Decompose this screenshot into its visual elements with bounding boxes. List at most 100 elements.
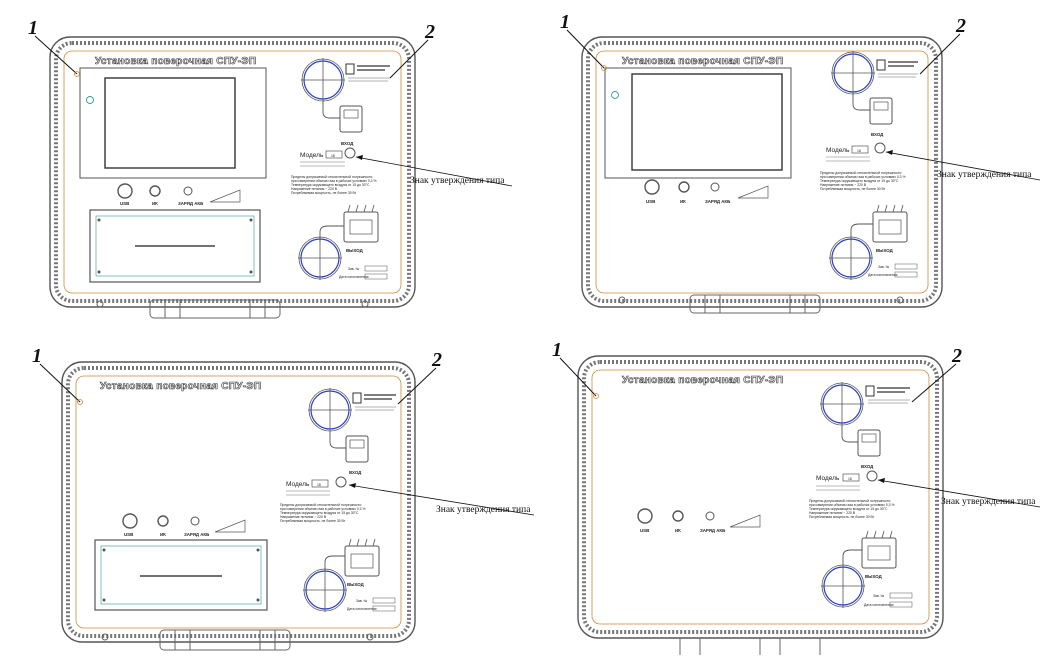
callout-line-2 [397, 367, 437, 405]
ir-port[interactable] [157, 515, 169, 527]
model-value-box [851, 145, 869, 154]
case-outline [61, 361, 416, 643]
seal-point-1 [77, 399, 83, 405]
callout-line-2 [911, 363, 957, 403]
ir-port[interactable] [149, 185, 161, 197]
connector-label-charge: ЗАРЯД АКБ [705, 199, 730, 204]
sign-label: Знак утверждения типа [941, 497, 1036, 507]
callout-line-1 [34, 35, 78, 75]
battery-level-icon [729, 514, 761, 528]
spec-line: при измерении объема газа в рабочих усло… [280, 507, 366, 511]
ir-port[interactable] [672, 510, 684, 522]
model-label: Модель [826, 147, 850, 154]
spec-line: при измерении объема газа в рабочих усло… [820, 175, 906, 179]
output-port: ВЫХОД [829, 204, 908, 280]
case-outline [581, 36, 943, 308]
sign-label: Знак утверждения типа [436, 505, 531, 515]
power-button[interactable] [611, 91, 619, 99]
spec-line: Пределы допускаемой относительной погреш… [820, 171, 901, 175]
spec-line: Потребляемая мощность, не более 30 Вт [809, 515, 875, 519]
serial-block: Зав. № Дата изготовления [864, 592, 913, 608]
usb-port[interactable] [637, 508, 653, 524]
sign-arrow [356, 155, 363, 160]
type-approval-mark [344, 147, 356, 159]
connector-label-usb: USB [640, 528, 649, 533]
connector-label-charge: ЗАРЯД АКБ [178, 201, 203, 206]
sign-label: Знак утверждения типа [937, 170, 1032, 180]
battery-level-icon [214, 519, 246, 533]
date-label: Дата изготовления [347, 607, 377, 611]
printer-compartment [89, 209, 261, 283]
connector-label-ir: ИК [152, 201, 158, 206]
input-port: ВХОД [308, 388, 369, 475]
usb-port[interactable] [117, 183, 133, 199]
model-block: Модель 18 [826, 142, 886, 162]
device-view-4: Установка поверочная СПУ-ЭП USB ИК ЗАРЯД… [552, 339, 1041, 655]
type-approval-mark [874, 142, 886, 154]
printer-compartment [94, 539, 268, 611]
spec-line: Пределы допускаемой относительной погреш… [291, 175, 372, 179]
device-view-1: Установка поверочная СПУ-ЭП USB ИК ЗАРЯД… [28, 17, 513, 319]
spec-line: Напряжение питания ~ 220 В [291, 187, 338, 191]
manufacturer-logo [345, 63, 390, 82]
power-button[interactable] [86, 96, 94, 104]
callout-label-2: 2 [424, 21, 435, 43]
spec-text: Пределы допускаемой относительной погреш… [809, 499, 895, 519]
spec-text: Пределы допускаемой относительной погреш… [291, 175, 377, 195]
callout-label-1: 1 [32, 345, 42, 367]
sign-leader [885, 151, 1041, 181]
case-outline [577, 355, 944, 639]
manufacturer-logo [865, 385, 910, 404]
spec-text: Пределы допускаемой относительной погреш… [820, 171, 906, 191]
spec-line: Потребляемая мощность, не более 30 Вт [820, 187, 886, 191]
device-view-3: Установка поверочная СПУ-ЭП USB ИК ЗАРЯД… [32, 345, 535, 651]
display-screen [79, 67, 267, 179]
output-port: ВЫХОД [821, 530, 897, 608]
connectors-row: USB ИК ЗАРЯД АКБ [117, 183, 241, 206]
sign-leader [348, 484, 535, 516]
display-screen [604, 67, 792, 179]
model-value: 18 [331, 154, 335, 158]
callout-line-2 [389, 39, 429, 79]
front-panel [595, 50, 929, 294]
output-label: ВЫХОД [347, 582, 365, 587]
serial-block: Зав. № Дата изготовления [339, 265, 388, 280]
spec-line: Напряжение питания ~ 220 В [809, 511, 856, 515]
input-port: ВХОД [831, 51, 893, 137]
input-label: ВХОД [871, 132, 884, 137]
spec-line: Пределы допускаемой относительной погреш… [809, 499, 890, 503]
spec-line: при измерении объема газа в рабочих усло… [291, 179, 377, 183]
charge-led [183, 186, 193, 196]
spec-line: Напряжение питания ~ 220 В [820, 183, 867, 187]
usb-port[interactable] [122, 513, 138, 529]
spec-line: Температура окружающего воздуха от 15 до… [280, 511, 359, 515]
date-label: Дата изготовления [868, 273, 898, 277]
sign-arrow [886, 150, 893, 155]
sign-label: Знак утверждения типа [410, 176, 505, 186]
case-gasket [66, 366, 411, 638]
output-label: ВЫХОД [876, 248, 894, 253]
ir-port[interactable] [678, 181, 690, 193]
connector-label-usb: USB [120, 201, 129, 206]
serial-label: Зав. № [348, 267, 360, 271]
sign-leader [355, 156, 513, 187]
callout-label-1: 1 [552, 339, 562, 361]
serial-label: Зав. № [356, 599, 368, 603]
date-label: Дата изготовления [339, 275, 369, 279]
input-port: ВХОД [820, 382, 881, 469]
front-panel [63, 50, 402, 294]
model-value-box [842, 473, 860, 482]
usb-port[interactable] [644, 179, 660, 195]
connector-label-charge: ЗАРЯД АКБ [700, 528, 725, 533]
spec-line: Температура окружающего воздуха от 15 до… [820, 179, 899, 183]
model-label: Модель [286, 481, 310, 488]
case-gasket [54, 41, 411, 303]
panel-title: Установка поверочная СПУ-ЭП [622, 56, 783, 67]
output-port: ВЫХОД [298, 204, 379, 280]
spec-line: Потребляемая мощность, не более 30 Вт [291, 191, 357, 195]
callout-line-2 [919, 33, 961, 75]
connector-label-usb: USB [124, 532, 133, 537]
callout-label-2: 2 [955, 15, 966, 37]
panel-title: Установка поверочная СПУ-ЭП [100, 381, 261, 392]
